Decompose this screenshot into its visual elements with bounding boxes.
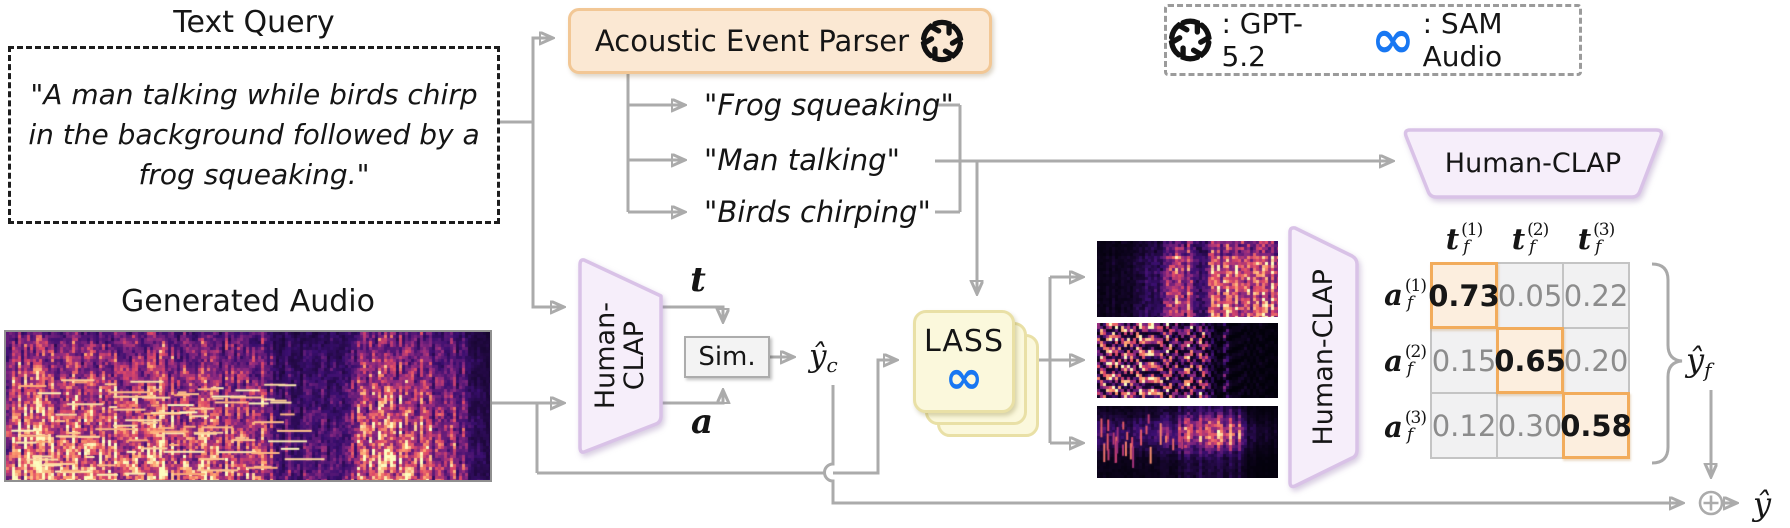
matrix-col-header-3: t(3)f xyxy=(1577,220,1616,257)
spectrogram-separated-2 xyxy=(1097,323,1278,398)
y-hat-f-label: ŷf xyxy=(1686,341,1712,382)
human-clap-left-label: Human- CLAP xyxy=(590,302,650,410)
matrix-cell-2-1: 0.15 xyxy=(1430,327,1498,394)
sum-node-plus xyxy=(1703,495,1719,511)
acoustic-event-parser-box: Acoustic Event Parser xyxy=(568,8,992,74)
matrix-row-header-3: a(3)f xyxy=(1384,408,1427,445)
wire-a-to-sim xyxy=(661,391,723,405)
wire-query-to-parser xyxy=(531,38,552,122)
human-clap-left-shape xyxy=(578,258,663,454)
matrix-cell-3-2: 0.30 xyxy=(1496,392,1564,459)
human-clap-top-label: Human-CLAP xyxy=(1444,147,1622,179)
legend-sam-label: : SAM Audio xyxy=(1422,7,1503,73)
wire-yc-to-sum xyxy=(823,385,1683,503)
spectrogram-generated-audio xyxy=(4,330,492,482)
sam-audio-icon xyxy=(945,357,983,398)
wire-t-to-sim xyxy=(661,305,723,321)
lass-box: LASS xyxy=(913,310,1015,413)
wire-audio-to-lass xyxy=(537,360,896,475)
a-embedding-label: a xyxy=(690,402,714,442)
sam-audio-icon xyxy=(1371,17,1414,64)
y-hat-final-label: ŷ xyxy=(1753,485,1772,523)
spectrogram-separated-1 xyxy=(1097,241,1278,317)
acoustic-event-parser-label: Acoustic Event Parser xyxy=(594,24,910,58)
matrix-cell-3-1: 0.12 xyxy=(1430,392,1498,459)
matrix-cell-1-1: 0.73 xyxy=(1428,262,1500,329)
matrix-cell-1-3: 0.22 xyxy=(1562,262,1630,329)
text-query-title: Text Query xyxy=(173,5,335,40)
matrix-cell-2-3: 0.20 xyxy=(1562,327,1630,394)
matrix-row-header-1: a(1)f xyxy=(1384,276,1427,313)
wire-events-collector xyxy=(935,103,962,214)
spectrogram-separated-3 xyxy=(1097,406,1278,478)
human-clap-right-shape xyxy=(1288,226,1359,489)
sim-label: Sim. xyxy=(698,342,756,372)
text-query-box: "A man talking while birds chirp in the … xyxy=(8,46,500,224)
matrix-cell-3-3: 0.58 xyxy=(1560,392,1632,459)
event-man-talking: "Man talking" xyxy=(704,143,900,177)
matrix-row-header-2: a(2)f xyxy=(1384,342,1427,379)
gpt-icon xyxy=(920,19,964,63)
matrix-cell-2-2: 0.65 xyxy=(1494,327,1566,394)
generated-audio-title: Generated Audio xyxy=(121,284,375,319)
matrix-brace xyxy=(1651,262,1683,465)
wire-query-to-clap-left xyxy=(531,122,563,307)
matrix-cell-1-2: 0.05 xyxy=(1496,262,1564,329)
matrix-col-header-1: t(1)f xyxy=(1445,220,1484,257)
event-frog-squeaking: "Frog squeaking" xyxy=(704,88,954,122)
event-birds-chirping: "Birds chirping" xyxy=(704,195,931,229)
gpt-icon xyxy=(1168,18,1212,62)
human-clap-right-label: Human-CLAP xyxy=(1307,268,1339,446)
human-clap-top-shape xyxy=(1403,128,1664,199)
legend-box: : GPT-5.2 : SAM Audio xyxy=(1164,4,1582,76)
legend-gpt-label: : GPT-5.2 xyxy=(1221,7,1303,73)
t-embedding-label: t xyxy=(690,260,706,300)
matrix-col-header-2: t(2)f xyxy=(1511,220,1550,257)
sim-box: Sim. xyxy=(684,336,770,378)
text-query-content: "A man talking while birds chirp in the … xyxy=(28,77,480,192)
y-hat-c-label: ŷc xyxy=(809,338,838,377)
